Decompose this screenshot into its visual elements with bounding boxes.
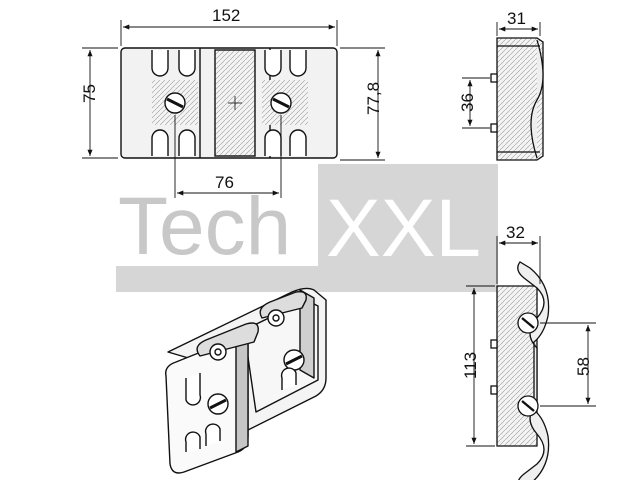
front-view-dimensions [82, 20, 385, 198]
dim-label-lower-height: 113 [461, 352, 480, 379]
dim-label-side-spacing: 36 [458, 93, 477, 112]
dim-label-lower-spacing: 58 [574, 357, 593, 376]
front-view [120, 47, 338, 159]
dim-label-side-width: 31 [507, 9, 526, 28]
side-view-dimensions [462, 22, 541, 129]
dim-label-top-height-right: 77,8 [364, 82, 383, 115]
isometric-view [165, 287, 327, 474]
dim-label-top-width: 152 [212, 6, 240, 25]
watermark-text-tech: Tech [118, 181, 291, 272]
dim-label-lower-width: 32 [506, 223, 525, 242]
watermark: Tech XXL [116, 164, 498, 292]
watermark-bar [116, 266, 496, 292]
open-side-view [490, 261, 550, 480]
side-view [490, 37, 544, 161]
open-side-view-dimensions [466, 236, 596, 447]
watermark-text-xxl: XXL [326, 183, 481, 274]
dim-label-top-height-left: 75 [80, 84, 99, 103]
dim-label-top-pitch: 76 [215, 173, 234, 192]
front-view-center-strip [214, 49, 256, 157]
